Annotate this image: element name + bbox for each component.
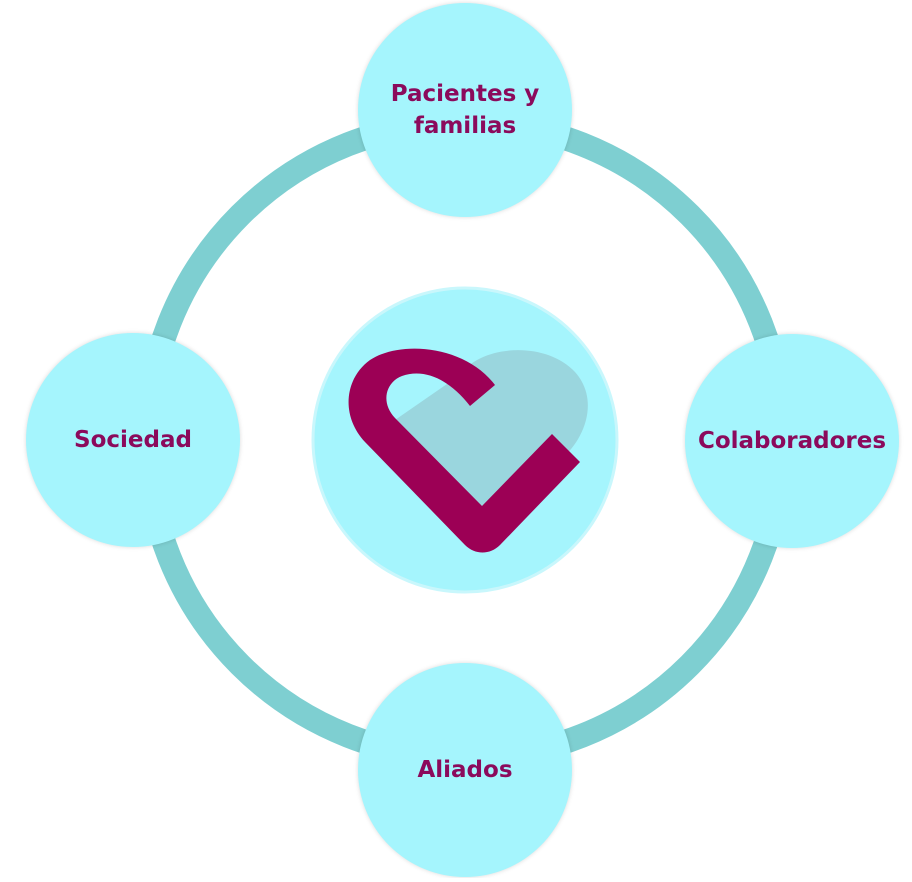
node-bottom-label: Aliados [417,757,513,783]
node-top-circle [358,3,572,217]
node-left-circle [26,333,240,547]
node-top-label: Pacientes y familias [390,81,540,139]
node-right-circle [685,334,899,548]
node-bottom-circle [358,663,572,877]
node-left-label: Sociedad [74,427,192,453]
node-right-label: Colaboradores [697,428,887,454]
heart-magenta-stroke [348,348,580,553]
heart-logo-icon [348,348,588,553]
center-hub [311,286,619,594]
